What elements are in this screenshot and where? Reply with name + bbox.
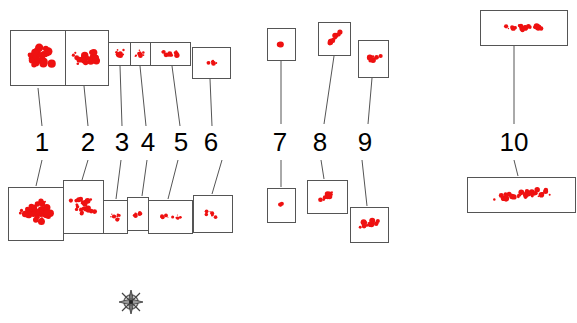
leader-line [362, 160, 367, 206]
leader-line [321, 160, 324, 179]
leader-line [324, 56, 334, 124]
blob-thumbnail [151, 43, 191, 66]
leader-line [36, 160, 42, 186]
callout-number: 1 [35, 129, 49, 155]
blob-thumbnail [351, 208, 389, 243]
blob-thumbnail [9, 188, 64, 241]
leader-line [281, 61, 282, 124]
callout-number: 6 [204, 129, 218, 155]
callout-number: 5 [174, 129, 188, 155]
leader-line [212, 160, 222, 194]
blob-thumbnail [64, 181, 104, 234]
blob-thumbnail [268, 29, 296, 61]
blob-thumbnail [131, 43, 151, 66]
leader-line [210, 79, 212, 126]
blob-thumbnail [268, 189, 296, 223]
compass-icon [119, 290, 143, 314]
blob-thumbnail [194, 196, 233, 233]
callout-number: 3 [115, 129, 129, 155]
blob-thumbnail [104, 201, 128, 234]
leader-line [120, 66, 122, 126]
blob-thumbnail [481, 11, 568, 46]
callout-number: 2 [81, 129, 95, 155]
blob-thumbnail [319, 23, 351, 56]
blob-thumbnail [66, 31, 109, 86]
callout-number: 10 [500, 129, 529, 155]
leader-line [514, 46, 515, 124]
leader-line [368, 78, 372, 124]
leader-line [168, 160, 178, 199]
blob-thumbnail [109, 43, 131, 66]
blob-thumbnail [193, 48, 231, 79]
callout-number: 7 [273, 129, 287, 155]
leader-line [172, 66, 180, 126]
leader-line [142, 160, 147, 196]
leader-line [82, 160, 88, 180]
blob-thumbnail [468, 178, 576, 213]
leader-line [116, 160, 121, 199]
blob-thumbnail [128, 198, 149, 231]
blob-thumbnail [149, 201, 193, 234]
callout-number: 8 [313, 129, 327, 155]
callout-number: 9 [358, 129, 372, 155]
leader-line [140, 66, 146, 126]
leader-line [38, 88, 42, 126]
callout-number: 4 [141, 129, 155, 155]
leader-line [514, 160, 518, 176]
blob-thumbnail [359, 41, 389, 78]
leader-line [84, 86, 88, 126]
leader-line [281, 160, 282, 187]
blob-thumbnail [11, 31, 66, 86]
blob-thumbnail [308, 181, 348, 214]
